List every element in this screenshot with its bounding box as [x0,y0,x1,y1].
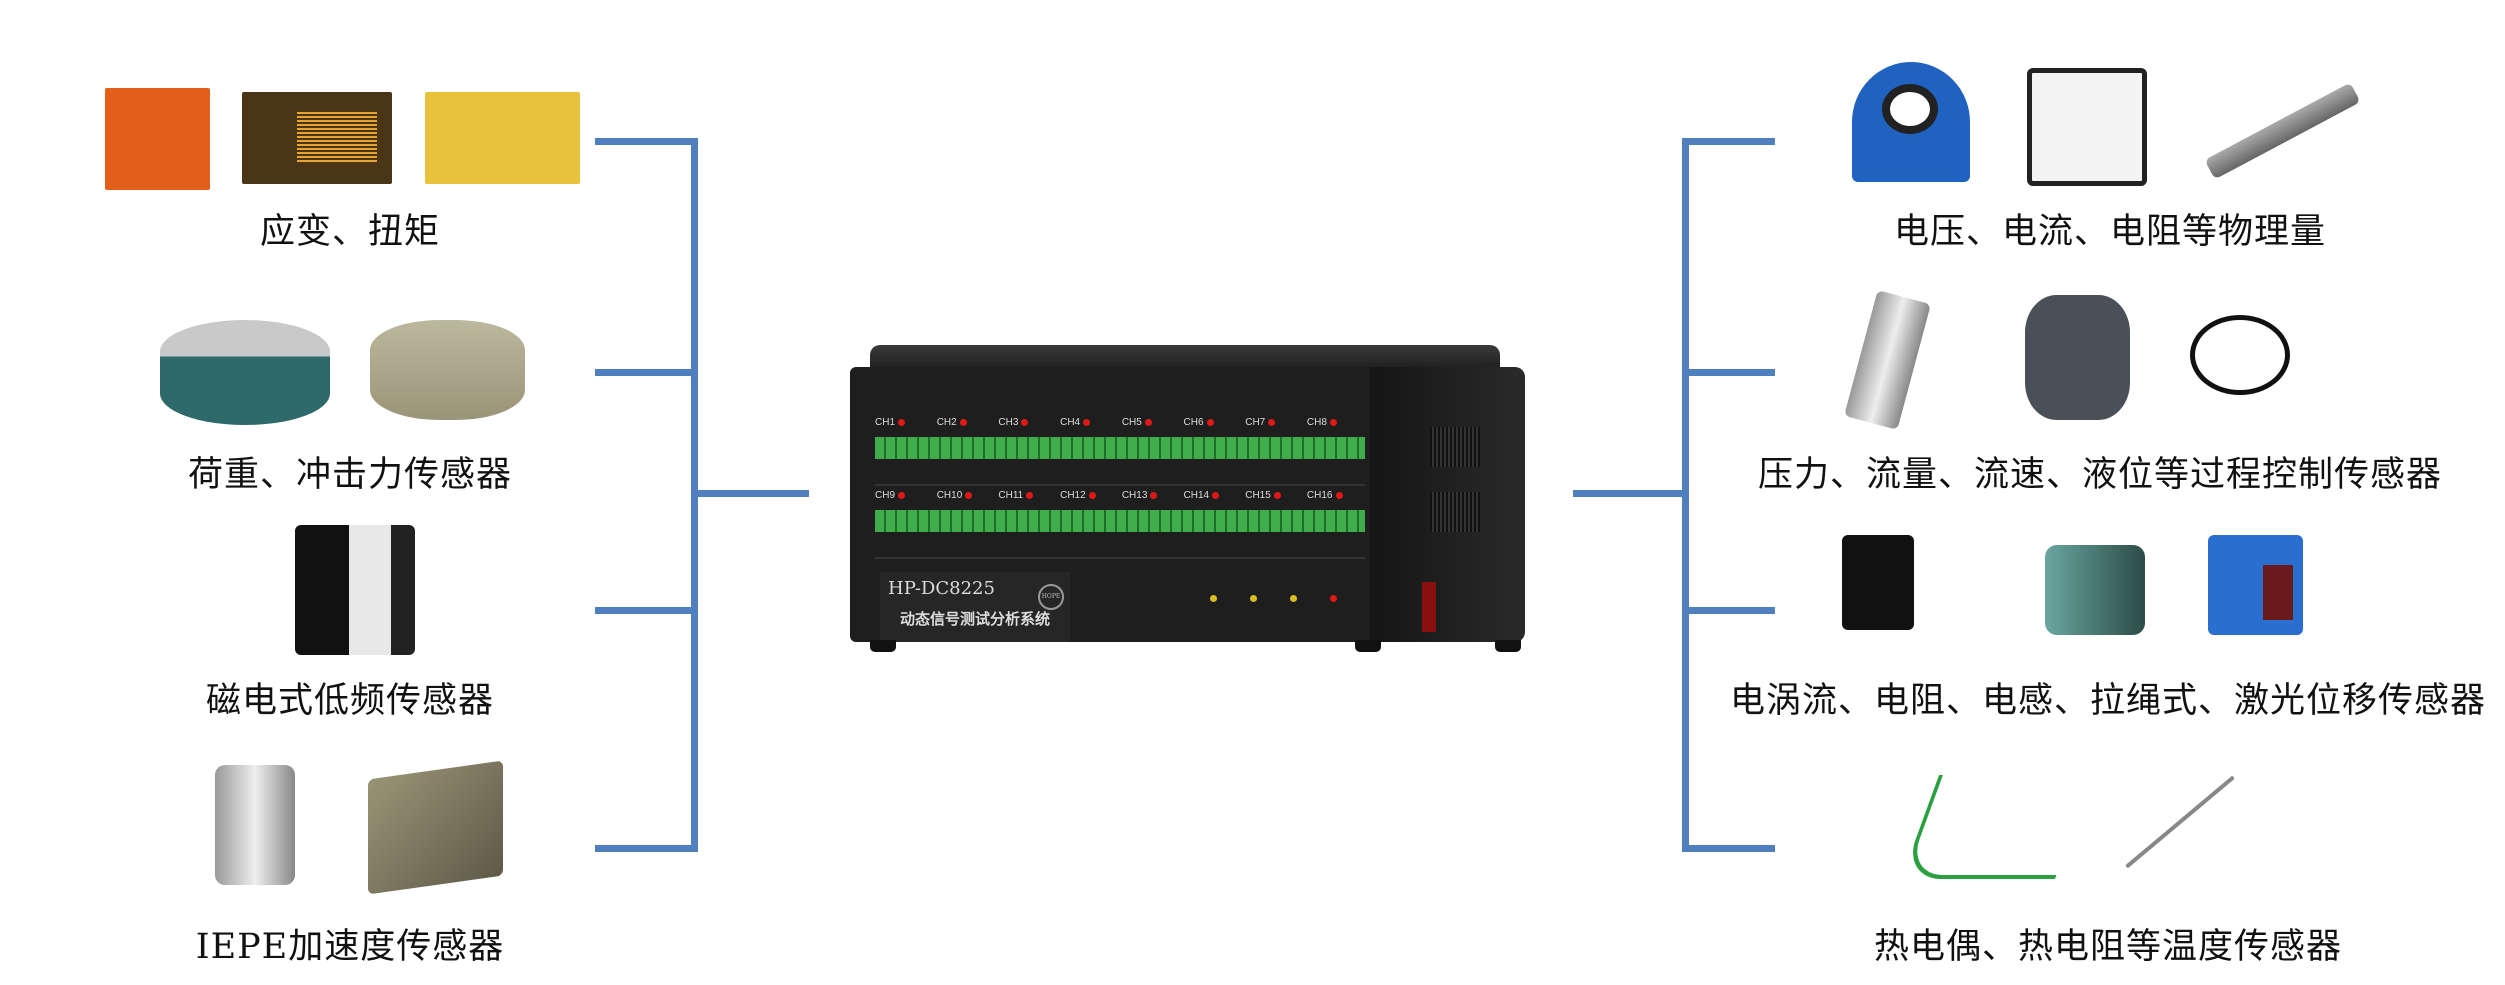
left-connector-3 [595,607,698,614]
status-led-icon [1250,595,1257,602]
data-acquisition-device: CH1 CH2 CH3 CH4 CH5 CH6 CH7 CH8 CH9 CH10… [850,345,1525,655]
channel-panel-1: CH1 CH2 CH3 CH4 CH5 CH6 CH7 CH8 [875,409,1365,486]
channel-indicator: CH1 [875,413,933,431]
led-icon [965,491,973,499]
draw-wire-sensor-image [2045,545,2145,635]
channel-indicator: CH4 [1060,413,1118,431]
channel-indicator: CH8 [1307,413,1365,431]
strain-torque-label: 应变、扭矩 [259,212,441,252]
power-switch[interactable] [1422,582,1436,632]
channel-indicator: CH7 [1245,413,1303,431]
channel-indicator: CH5 [1122,413,1180,431]
channel-indicator: CH13 [1122,486,1180,504]
led-icon [1268,418,1276,426]
device-foot [1495,640,1521,652]
load-cell-image [160,320,330,425]
channel-indicator: CH3 [998,413,1056,431]
device-side [1370,367,1525,642]
pressure-transmitter-image [1844,290,1931,430]
voltmeter-image [2027,68,2147,186]
process-control-label: 压力、流量、流速、液位等过程控制传感器 [1757,455,2443,495]
led-icon [959,418,967,426]
brand-logo-icon: HOPE [1038,584,1064,610]
status-led-icon [1290,595,1297,602]
led-icon [1026,491,1034,499]
linear-potentiometer-image [2204,82,2361,180]
led-icon [1335,491,1343,499]
load-cell-ring-image [370,320,525,420]
right-connector-2 [1682,369,1775,376]
led-icon [1150,491,1158,499]
left-connector-2 [595,369,698,376]
level-probe-image [2190,315,2290,395]
led-icon [1212,491,1220,499]
terminal-block-row-2[interactable] [875,510,1365,532]
rtd-probe-image [2125,775,2235,869]
channel-indicator: CH15 [1245,486,1303,504]
channel-indicator: CH9 [875,486,933,504]
strain-gauge-image [242,92,392,184]
iepe-label: IEPE加速度传感器 [195,927,505,967]
led-icon [1088,491,1096,499]
channel-indicator: CH16 [1307,486,1365,504]
strain-rosette-image [105,88,210,190]
led-icon [1144,418,1152,426]
channel-indicator: CH11 [998,486,1056,504]
status-led-icon [1210,595,1217,602]
iepe-accelerometer-image [215,765,295,885]
model-number: HP-DC8225 [888,578,995,599]
led-icon [1083,418,1091,426]
led-icon [1273,491,1281,499]
left-to-device-connector [691,490,809,497]
led-icon [898,418,906,426]
led-icon [1329,418,1337,426]
displacement-sensors-label: 电涡流、电阻、电感、拉绳式、激光位移传感器 [1729,681,2487,721]
right-connector-1 [1682,138,1775,145]
temperature-sensors-label: 热电偶、热电阻等温度传感器 [1873,927,2343,967]
led-icon [1021,418,1029,426]
thermocouple-image [1901,775,2093,879]
channel-indicator: CH10 [937,486,995,504]
right-connector-3 [1682,607,1775,614]
channel-indicator: CH2 [937,413,995,431]
right-connector-4 [1682,845,1775,852]
device-name: 动态信号测试分析系统 [900,610,1051,628]
model-plate: HP-DC8225 动态信号测试分析系统 HOPE [880,572,1070,642]
device-front: CH1 CH2 CH3 CH4 CH5 CH6 CH7 CH8 CH9 CH10… [850,367,1375,642]
device-foot [870,640,896,652]
eddy-current-probe-image [1842,535,1914,630]
vent-grille [1430,427,1480,467]
status-led-icon [1330,595,1337,602]
electrical-quantities-label: 电压、电流、电阻等物理量 [1893,212,2327,252]
vent-grille [1430,492,1480,532]
left-connector-4 [595,845,698,852]
strain-gauge-wired-image [425,92,580,184]
channel-indicator: CH12 [1060,486,1118,504]
current-sensor-image [1852,62,1970,182]
led-icon [898,491,906,499]
flow-valve-image [2025,295,2130,420]
laser-sensor-image [2208,535,2303,635]
device-to-right-connector [1573,490,1689,497]
led-icon [1206,418,1214,426]
channel-indicator: CH6 [1184,413,1242,431]
terminal-block-row-1[interactable] [875,437,1365,459]
channel-indicator: CH14 [1184,486,1242,504]
magnetoelectric-sensor-image [295,525,415,655]
channel-panel-2: CH9 CH10 CH11 CH12 CH13 CH14 CH15 CH16 [875,482,1365,559]
device-foot [1355,640,1381,652]
magnetoelectric-label: 磁电式低频传感器 [205,681,495,721]
left-connector-1 [595,138,698,145]
load-impact-label: 荷重、冲击力传感器 [187,455,513,495]
triaxial-accelerometer-image [368,760,503,895]
